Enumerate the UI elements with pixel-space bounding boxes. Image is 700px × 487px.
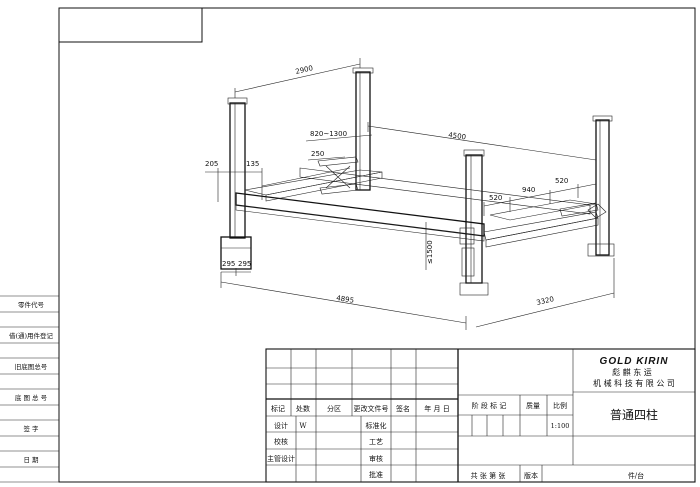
left-registry: 零件代号 借(通)用件登记 旧底图总号 底 图 总 号 签 字 日 期 <box>0 295 59 483</box>
dim-3320: 3320 <box>536 295 555 307</box>
dim-4895: 4895 <box>336 294 355 305</box>
hdr-scale: 比例 <box>553 401 567 410</box>
scale-value: 1:100 <box>551 422 570 430</box>
role-review: 审核 <box>369 454 383 463</box>
role-process: 工艺 <box>369 438 383 446</box>
hdr-weight: 质量 <box>526 401 540 410</box>
company-name-line2: 机 械 科 技 有 限 公 司 <box>593 378 675 388</box>
role-approve: 批准 <box>369 470 383 479</box>
dim-4500: 4500 <box>448 131 467 141</box>
company-name-line1: 彪 麒 东 运 <box>612 367 652 377</box>
registry-row-old-base: 旧底图总号 <box>15 362 48 371</box>
title-block: 标记 处数 分区 更改文件号 签名 年 月 日 设计 W 校核 主管设计 标准化… <box>265 348 696 483</box>
role-check: 校核 <box>274 437 288 446</box>
dim-205: 205 <box>205 160 218 168</box>
dim-295-b: 295 <box>238 260 251 268</box>
registry-row-borrowed: 借(通)用件登记 <box>9 331 54 340</box>
column-rear-left <box>352 67 374 191</box>
crossbeam-front <box>235 192 485 242</box>
dim-940: 940 <box>522 186 535 194</box>
lift-drawing <box>220 67 615 296</box>
dim-520-a: 520 <box>489 194 502 202</box>
runway-right <box>483 199 599 248</box>
registry-row-part-code: 零件代号 <box>18 300 45 309</box>
runway-left <box>244 167 383 202</box>
dimensions: 2900 4500 820~1300 250 205 135 ≤1500 520… <box>205 58 615 330</box>
role-chief: 主管设计 <box>267 454 295 463</box>
hdr-zone: 分区 <box>327 404 341 413</box>
column-front-right <box>459 149 489 296</box>
registry-row-base: 底 图 总 号 <box>15 393 48 402</box>
jack <box>317 156 359 195</box>
company-logo: GOLD KIRIN <box>600 356 669 367</box>
piece-label: 件/台 <box>628 471 644 480</box>
dim-250: 250 <box>311 150 324 158</box>
crossbeam-rear <box>299 167 591 215</box>
dim-295-a: 295 <box>222 260 235 268</box>
code-box <box>58 7 203 43</box>
hdr-change-doc: 更改文件号 <box>354 404 389 413</box>
hdr-date: 年 月 日 <box>424 404 449 413</box>
column-front-left <box>220 97 252 270</box>
version-label: 版本 <box>524 471 538 480</box>
dim-1500: ≤1500 <box>426 240 434 264</box>
hdr-signature: 签名 <box>396 404 410 413</box>
hdr-count: 处数 <box>296 404 310 413</box>
dim-820-1300: 820~1300 <box>310 130 347 138</box>
column-rear-right <box>587 115 615 257</box>
dim-2900: 2900 <box>295 64 314 76</box>
dim-135: 135 <box>246 160 259 168</box>
hdr-mark: 标记 <box>271 404 285 413</box>
role-design-value: W <box>299 422 307 430</box>
sheets-label: 共 张 第 张 <box>471 471 506 480</box>
hdr-stage-mark: 阶 段 标 记 <box>472 401 507 410</box>
role-design: 设计 <box>274 421 288 430</box>
drawing-title: 普通四柱 <box>610 407 658 422</box>
registry-row-date: 日 期 <box>23 456 39 464</box>
dim-520-b: 520 <box>555 177 568 185</box>
registry-row-sign: 签 字 <box>23 424 39 433</box>
role-standard: 标准化 <box>366 421 387 430</box>
